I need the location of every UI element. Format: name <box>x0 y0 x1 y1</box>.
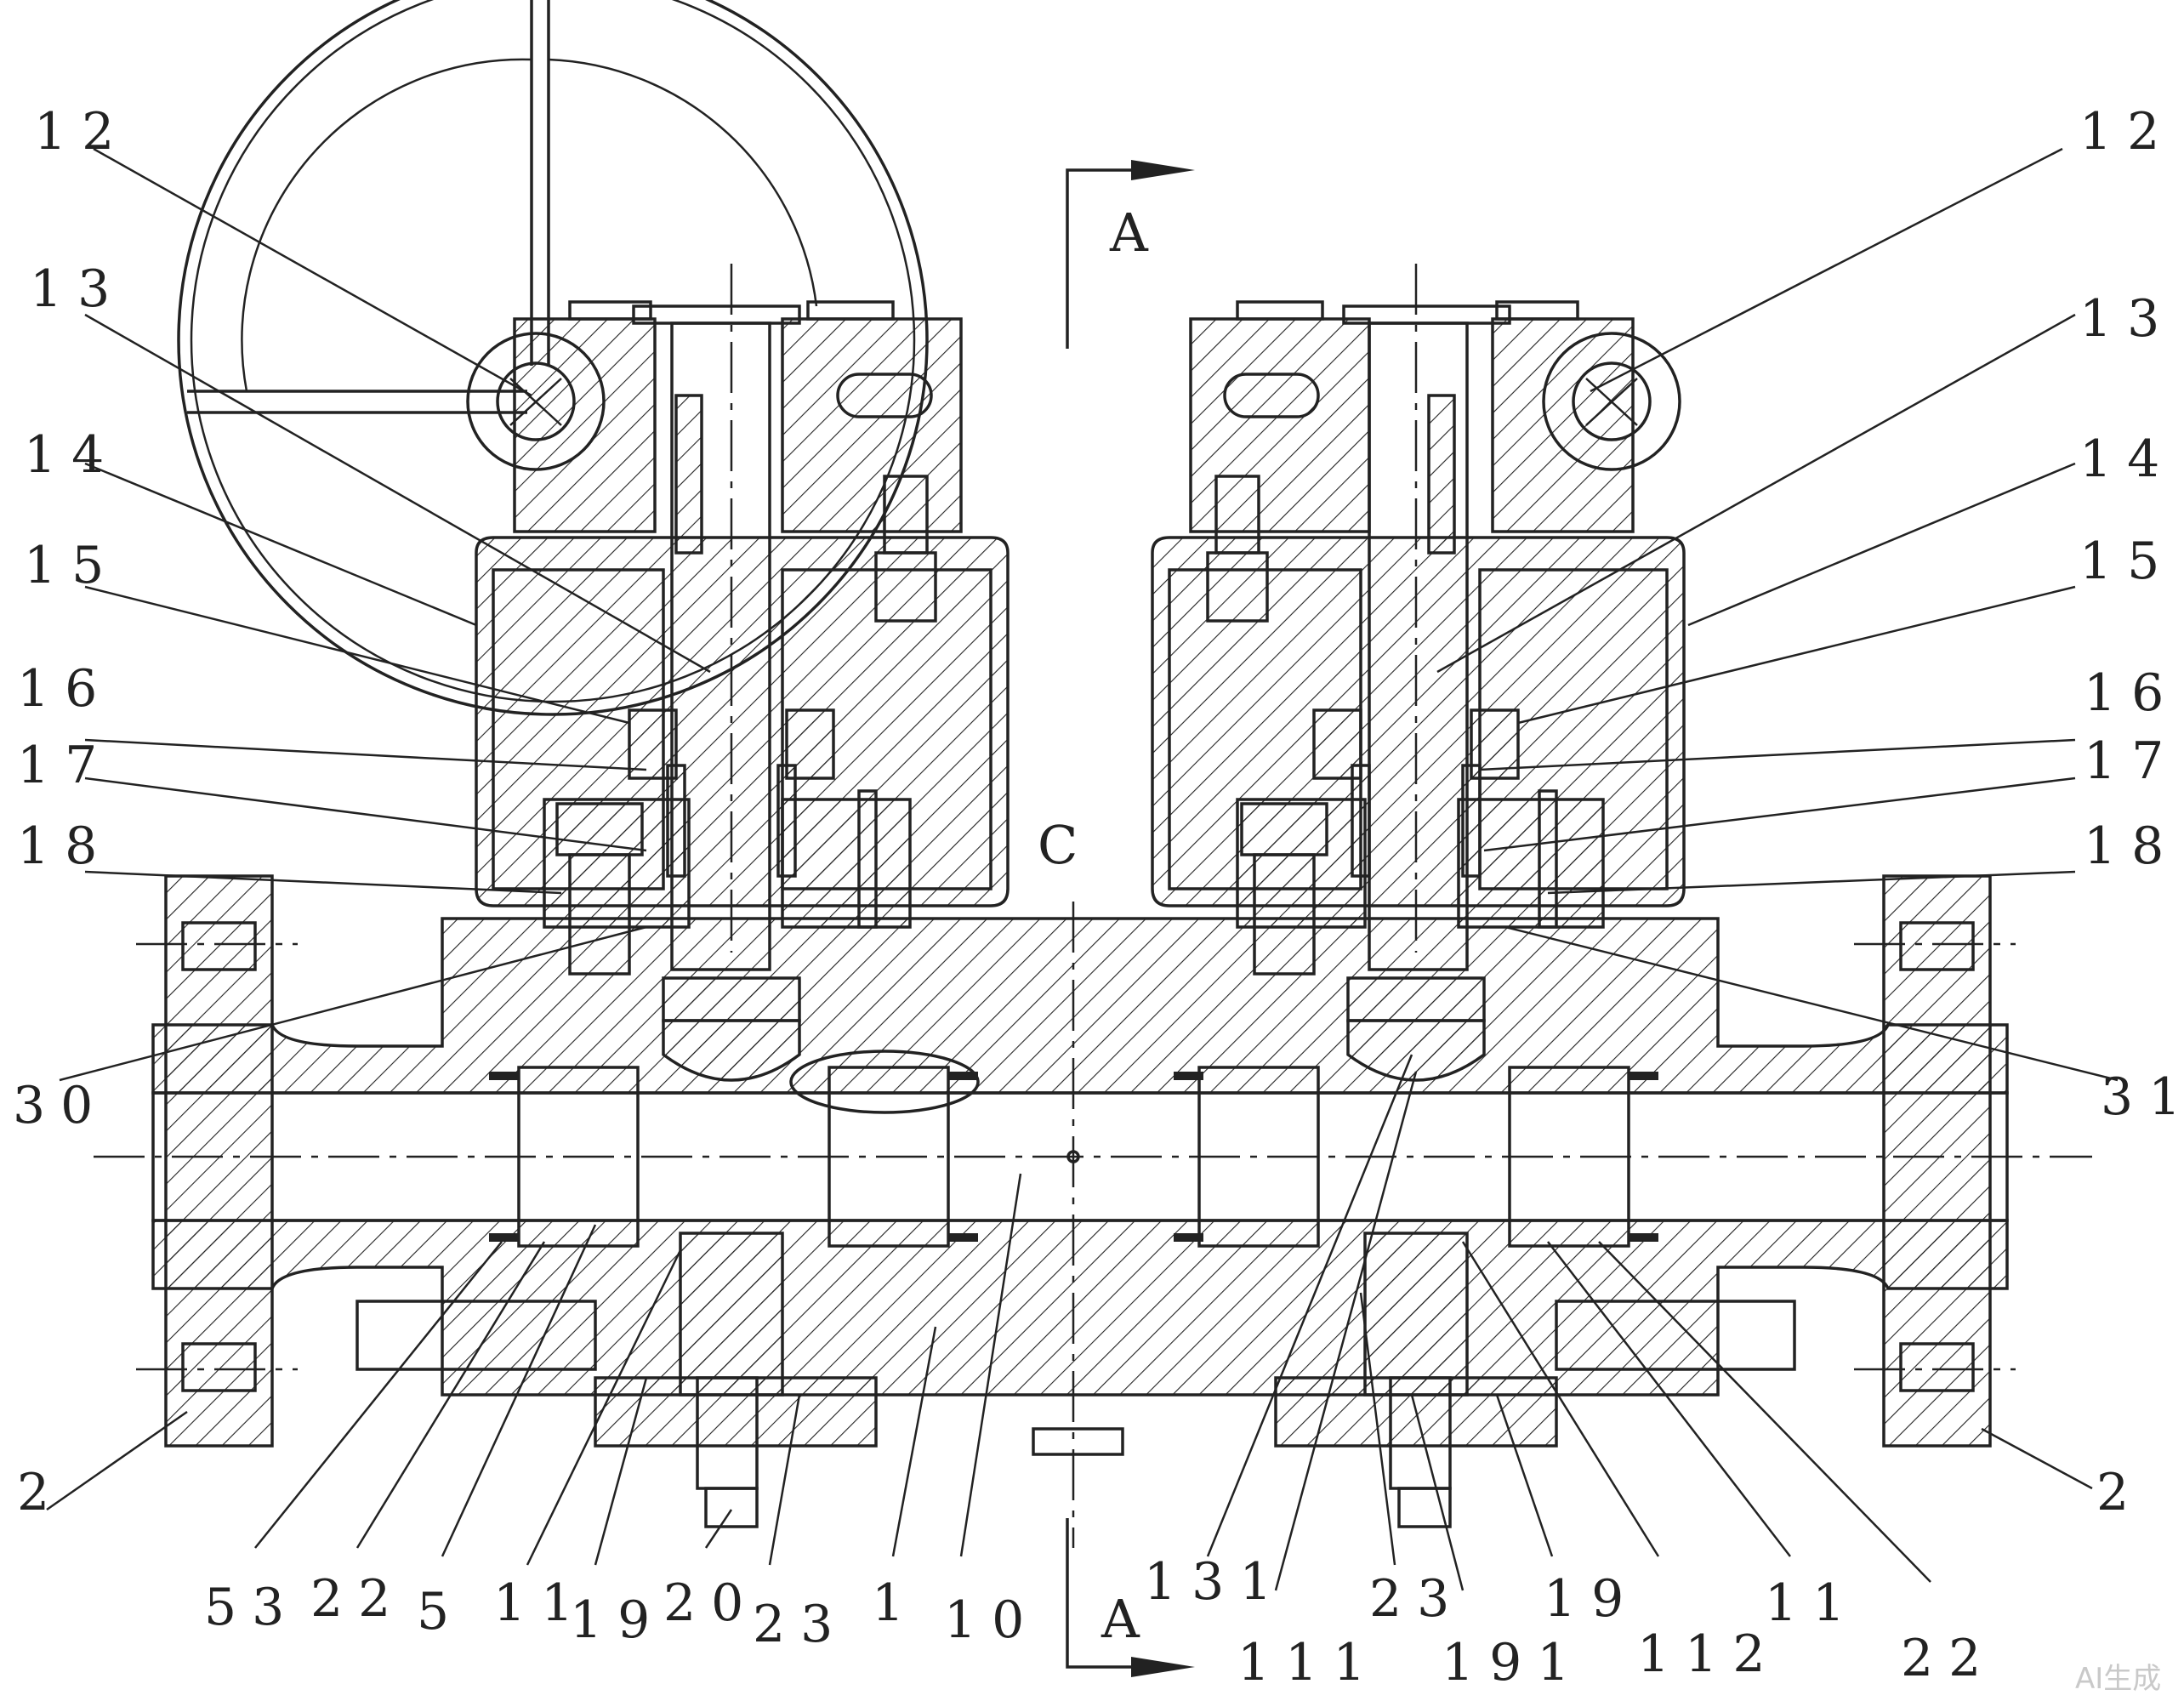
label-31: 31 <box>2101 1067 2184 1127</box>
label-16-left: 16 <box>17 659 112 719</box>
label-18-left: 18 <box>17 816 112 876</box>
label-15-right: 15 <box>2079 532 2175 591</box>
leader-lines <box>46 147 2119 1591</box>
label-22-right: 22 <box>1901 1629 1996 1688</box>
label-111: 111 <box>1237 1633 1381 1692</box>
label-15-left: 15 <box>24 536 119 595</box>
label-2-left: 2 <box>17 1463 65 1522</box>
label-13-left: 13 <box>30 259 125 319</box>
label-1: 1 <box>872 1573 919 1633</box>
label-18-right: 18 <box>2084 816 2179 876</box>
right-actuator <box>1151 264 1686 976</box>
label-5: 5 <box>417 1582 464 1641</box>
label-23-right: 23 <box>1369 1569 1465 1629</box>
section-bottom-label: A <box>1101 1588 1140 1650</box>
label-11-right: 11 <box>1765 1573 1860 1633</box>
label-16-right: 16 <box>2084 663 2179 723</box>
label-17-left: 17 <box>17 736 112 795</box>
detail-c-label: C <box>1038 814 1078 876</box>
label-14-left: 14 <box>24 425 119 485</box>
label-12-left: 12 <box>34 102 129 162</box>
left-actuator <box>466 264 1010 976</box>
label-2-right: 2 <box>2096 1463 2144 1522</box>
section-top-label: A <box>1109 202 1149 264</box>
label-12-right: 12 <box>2079 102 2175 162</box>
bottom-fittings <box>355 902 1796 1548</box>
label-30: 30 <box>13 1076 108 1135</box>
label-11-left: 11 <box>493 1573 589 1633</box>
label-17-right: 17 <box>2084 731 2179 791</box>
label-19-left: 19 <box>570 1590 665 1650</box>
label-131: 131 <box>1144 1552 1288 1612</box>
label-53: 53 <box>204 1578 299 1637</box>
label-14-right: 14 <box>2079 430 2175 489</box>
label-19-right: 19 <box>1544 1569 1639 1629</box>
watermark: AI生成 <box>2075 1662 2161 1696</box>
label-10: 10 <box>944 1590 1039 1650</box>
label-112: 112 <box>1637 1624 1781 1684</box>
label-20: 20 <box>663 1573 759 1633</box>
label-13-right: 13 <box>2079 289 2175 349</box>
section-markers: A A C <box>1038 160 1195 1677</box>
part-labels: 12 13 14 15 16 17 18 30 2 12 13 14 15 16… <box>13 102 2184 1696</box>
valve-body <box>94 874 2092 1448</box>
label-22-left: 22 <box>310 1569 406 1629</box>
seat-assemblies <box>489 976 1658 1397</box>
label-23-left: 23 <box>753 1595 848 1654</box>
label-191: 191 <box>1442 1633 1585 1692</box>
